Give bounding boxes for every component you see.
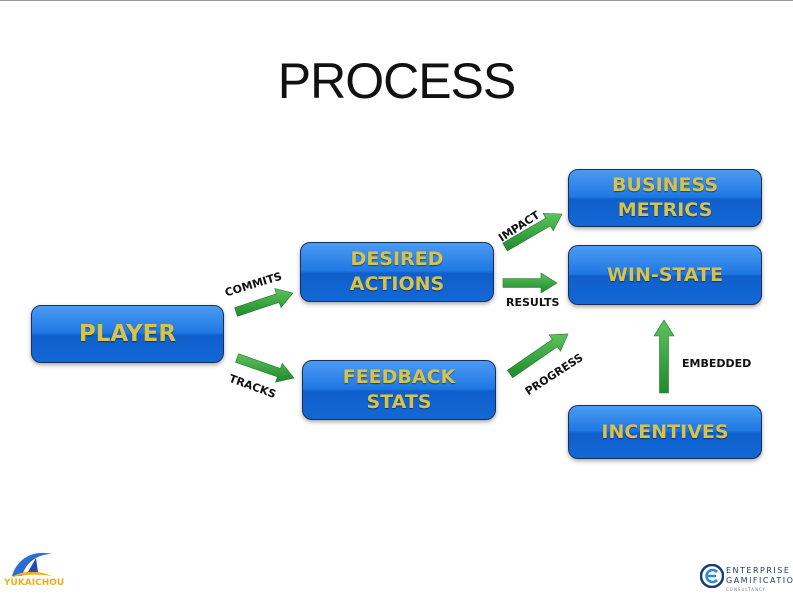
- arrow-tracks: [235, 353, 295, 383]
- arrow-commits: [234, 288, 294, 317]
- enterprise-gamification-logo: ENTERPRISE GAMIFICATION CONSULTANCY: [700, 562, 793, 594]
- logo-text-gamification: GAMIFICATION: [726, 576, 793, 585]
- arrow-embedded: [653, 319, 675, 394]
- node-player: PLAYER: [31, 305, 224, 363]
- node-player-label: PLAYER: [78, 320, 177, 347]
- edge-label-results: RESULTS: [506, 296, 560, 309]
- node-desired-actions: DESIRED ACTIONS: [300, 242, 494, 302]
- yukaichou-logo: YUKAICHOU: [4, 548, 64, 592]
- node-feedback-stats-label: FEEDBACK STATS: [342, 366, 456, 413]
- page-title: PROCESS: [277, 53, 517, 109]
- node-win-state-label: WIN-STATE: [606, 263, 724, 286]
- arrow-impact: [502, 213, 563, 252]
- arrow-progress: [506, 333, 569, 379]
- yukaichou-logo-text: YUKAICHOU: [4, 578, 65, 588]
- logo-text-consultancy: CONSULTANCY: [726, 587, 767, 592]
- arrow-results: [502, 272, 558, 294]
- node-business-metrics-label: BUSINESS METRICS: [611, 174, 719, 221]
- top-border: [0, 0, 793, 1]
- yukaichou-swoosh-icon: [10, 552, 52, 578]
- node-win-state: WIN-STATE: [568, 245, 762, 305]
- node-business-metrics: BUSINESS METRICS: [568, 169, 762, 227]
- edge-label-embedded: EMBEDDED: [682, 357, 752, 370]
- node-incentives-label: INCENTIVES: [601, 420, 729, 443]
- logo-text-enterprise: ENTERPRISE: [726, 566, 791, 575]
- node-desired-actions-label: DESIRED ACTIONS: [349, 248, 445, 295]
- enterprise-e-icon: [700, 564, 724, 588]
- node-feedback-stats: FEEDBACK STATS: [302, 360, 496, 420]
- node-incentives: INCENTIVES: [568, 405, 762, 459]
